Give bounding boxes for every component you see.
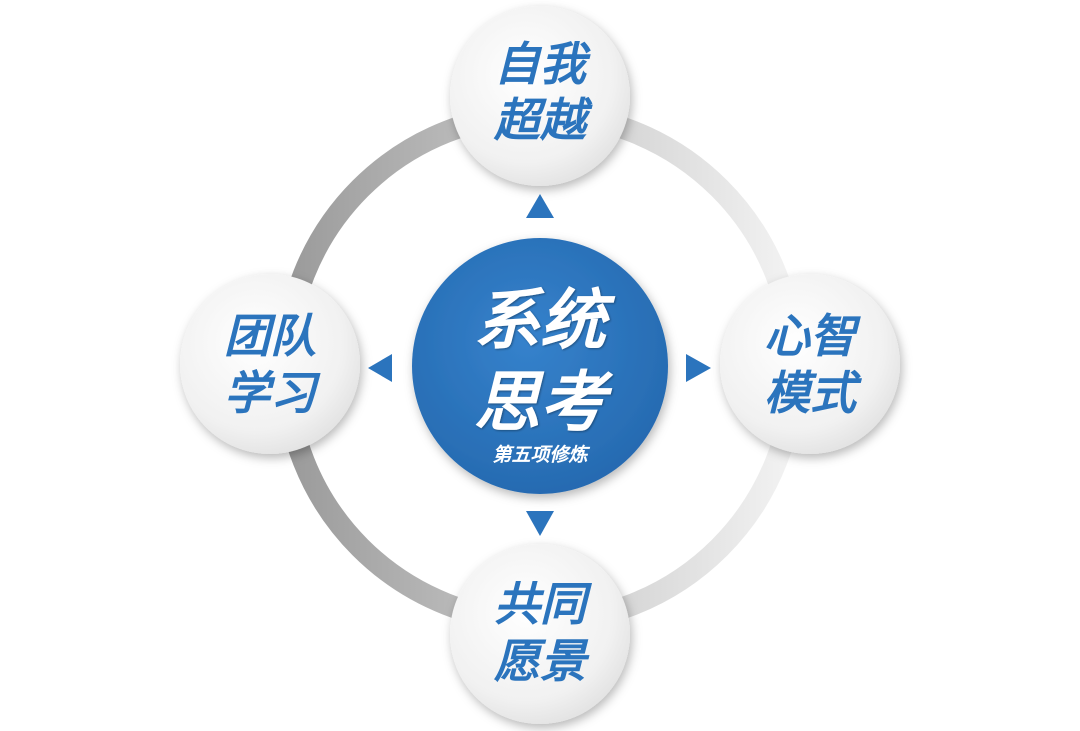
arrow-down-icon — [526, 511, 554, 536]
node-top-line1: 自我 — [494, 37, 591, 91]
center-title-line1: 系统 — [474, 282, 616, 359]
node-bottom-line1: 共同 — [494, 577, 593, 631]
node-right-line1: 心智 — [764, 309, 861, 363]
arrow-up-icon — [526, 194, 554, 218]
center-subtitle: 第五项修炼 — [492, 444, 590, 466]
center-circle: 系统 思考 第五项修炼 — [412, 238, 668, 494]
arrow-right-icon — [686, 354, 711, 382]
node-right-line2: 模式 — [764, 366, 862, 420]
node-left-line2: 学习 — [224, 366, 321, 420]
node-top-line2: 超越 — [493, 93, 593, 147]
center-title-line2: 思考 — [474, 364, 614, 441]
node-bottom-line2: 愿景 — [493, 634, 590, 688]
node-right: 心智 模式 — [720, 274, 900, 454]
arrow-left-icon — [368, 354, 392, 382]
node-top: 自我 超越 — [450, 6, 630, 186]
node-left: 团队 学习 — [180, 274, 360, 454]
node-left-line1: 团队 — [224, 309, 316, 363]
node-bottom: 共同 愿景 — [450, 544, 630, 724]
